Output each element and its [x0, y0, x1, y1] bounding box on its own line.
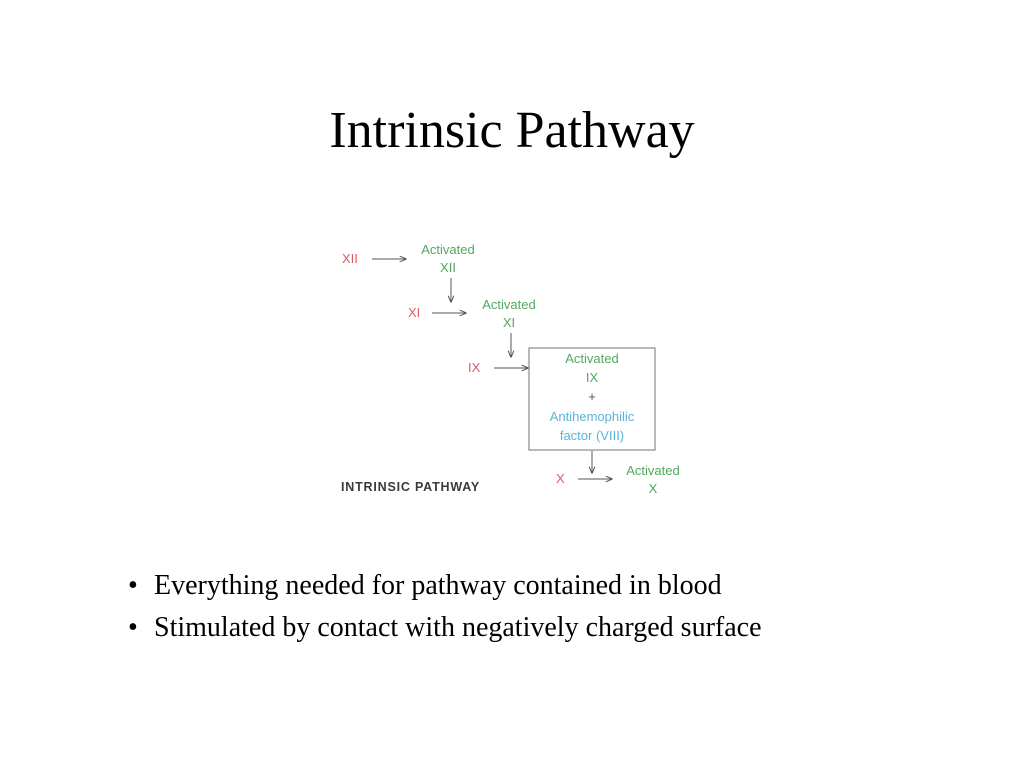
activated-ix-complex-box	[528, 347, 656, 451]
activated-xi-line1: Activated	[482, 297, 535, 312]
cofactor-line1: Antihemophilic	[550, 409, 635, 424]
factor-xi: XI	[408, 305, 420, 320]
cofactor-line2: factor (VIII)	[560, 428, 624, 443]
activated-xii-line1: Activated	[421, 242, 474, 257]
diagram-caption: INTRINSIC PATHWAY	[341, 480, 480, 494]
intrinsic-pathway-diagram: XII Activated XII XI Activated XI IX Act…	[320, 225, 710, 515]
activated-xi-line2: XI	[503, 315, 515, 330]
activated-ix-line1: Activated	[565, 351, 618, 366]
factor-x: X	[556, 471, 565, 486]
pathway-svg: XII Activated XII XI Activated XI IX Act…	[341, 242, 680, 496]
activated-x-line2: X	[649, 481, 658, 496]
bullet-item: • Everything needed for pathway containe…	[128, 565, 928, 607]
bullet-item: • Stimulated by contact with negatively …	[128, 607, 928, 649]
slide-title: Intrinsic Pathway	[329, 102, 695, 159]
activated-ix-line2: IX	[586, 370, 599, 385]
bullet-list: • Everything needed for pathway containe…	[128, 565, 928, 649]
activated-xii-line2: XII	[440, 260, 456, 275]
bullet-text: Everything needed for pathway contained …	[154, 570, 722, 601]
complex-plus-sign: +	[588, 389, 596, 404]
factor-xii: XII	[342, 251, 358, 266]
bullet-mark: •	[128, 570, 138, 601]
activated-x-line1: Activated	[626, 463, 679, 478]
factor-ix: IX	[468, 360, 481, 375]
bullet-text: Stimulated by contact with negatively ch…	[154, 612, 762, 643]
bullet-mark: •	[128, 612, 138, 643]
